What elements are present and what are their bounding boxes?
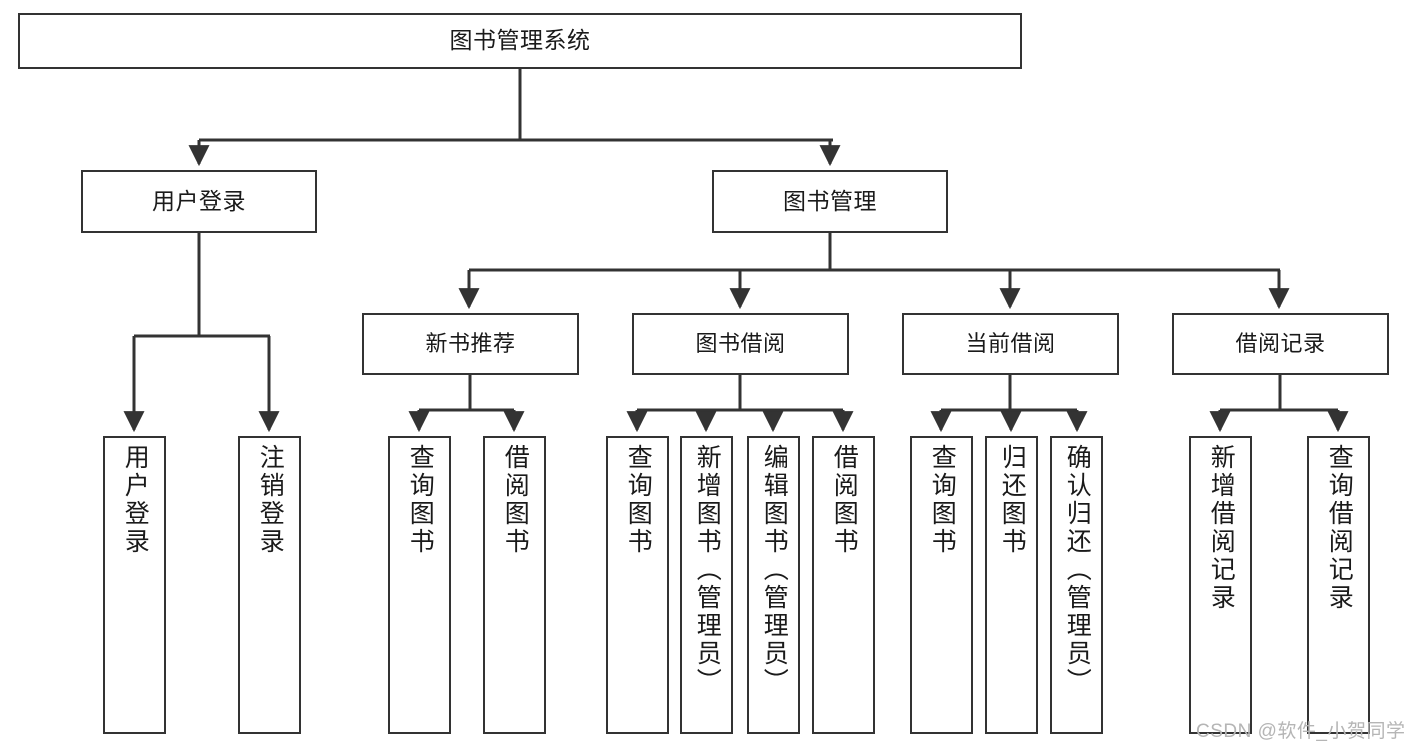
node-leaf-add-borrow-record[interactable]: 新增借阅记录 [1189, 436, 1252, 734]
node-leaf-user-logout[interactable]: 注销登录 [238, 436, 301, 734]
node-leaf-query-borrow-record-label: 查询借阅记录 [1325, 444, 1354, 612]
node-leaf-query-book-2-label: 查询图书 [624, 444, 653, 556]
node-leaf-edit-book-admin[interactable]: 编辑图书（管理员） [747, 436, 800, 734]
node-leaf-borrow-book-1-label: 借阅图书 [501, 444, 530, 556]
node-leaf-query-book-3-label: 查询图书 [928, 444, 957, 556]
node-leaf-edit-book-admin-label: 编辑图书（管理员） [760, 444, 789, 696]
csdn-watermark: CSDN @软件_小贺同学 [1196, 721, 1405, 742]
node-leaf-query-borrow-record[interactable]: 查询借阅记录 [1307, 436, 1370, 734]
node-leaf-query-book-1-label: 查询图书 [406, 444, 435, 556]
node-leaf-borrow-book-1[interactable]: 借阅图书 [483, 436, 546, 734]
node-leaf-borrow-book-2[interactable]: 借阅图书 [812, 436, 875, 734]
node-leaf-confirm-return-label: 确认归还（管理员） [1063, 444, 1092, 696]
node-leaf-confirm-return[interactable]: 确认归还（管理员） [1050, 436, 1103, 734]
node-leaf-return-book[interactable]: 归还图书 [985, 436, 1038, 734]
node-leaf-add-borrow-record-label: 新增借阅记录 [1207, 444, 1236, 612]
node-leaf-return-book-label: 归还图书 [998, 444, 1027, 556]
node-current-borrow[interactable]: 当前借阅 [902, 313, 1119, 375]
node-borrow-record-label: 借阅记录 [1235, 331, 1326, 357]
node-user-login-label: 用户登录 [152, 187, 246, 214]
node-user-login[interactable]: 用户登录 [81, 170, 317, 233]
node-book-borrow[interactable]: 图书借阅 [632, 313, 849, 375]
node-leaf-add-book-admin-label: 新增图书（管理员） [693, 444, 722, 696]
node-leaf-query-book-3[interactable]: 查询图书 [910, 436, 973, 734]
node-leaf-user-login[interactable]: 用户登录 [103, 436, 166, 734]
node-current-borrow-label: 当前借阅 [965, 331, 1056, 357]
node-root-system-label: 图书管理系统 [449, 27, 591, 54]
node-borrow-record[interactable]: 借阅记录 [1172, 313, 1389, 375]
node-leaf-add-book-admin[interactable]: 新增图书（管理员） [680, 436, 733, 734]
node-leaf-user-login-label: 用户登录 [121, 444, 150, 556]
node-leaf-query-book-1[interactable]: 查询图书 [388, 436, 451, 734]
node-new-book-recommend-label: 新书推荐 [425, 331, 516, 357]
node-root-system[interactable]: 图书管理系统 [18, 13, 1022, 69]
node-leaf-borrow-book-2-label: 借阅图书 [830, 444, 859, 556]
node-leaf-query-book-2[interactable]: 查询图书 [606, 436, 669, 734]
node-book-manage-label: 图书管理 [783, 187, 877, 214]
node-book-manage[interactable]: 图书管理 [712, 170, 948, 233]
node-leaf-user-logout-label: 注销登录 [256, 444, 285, 556]
node-book-borrow-label: 图书借阅 [695, 331, 786, 357]
node-new-book-recommend[interactable]: 新书推荐 [362, 313, 579, 375]
